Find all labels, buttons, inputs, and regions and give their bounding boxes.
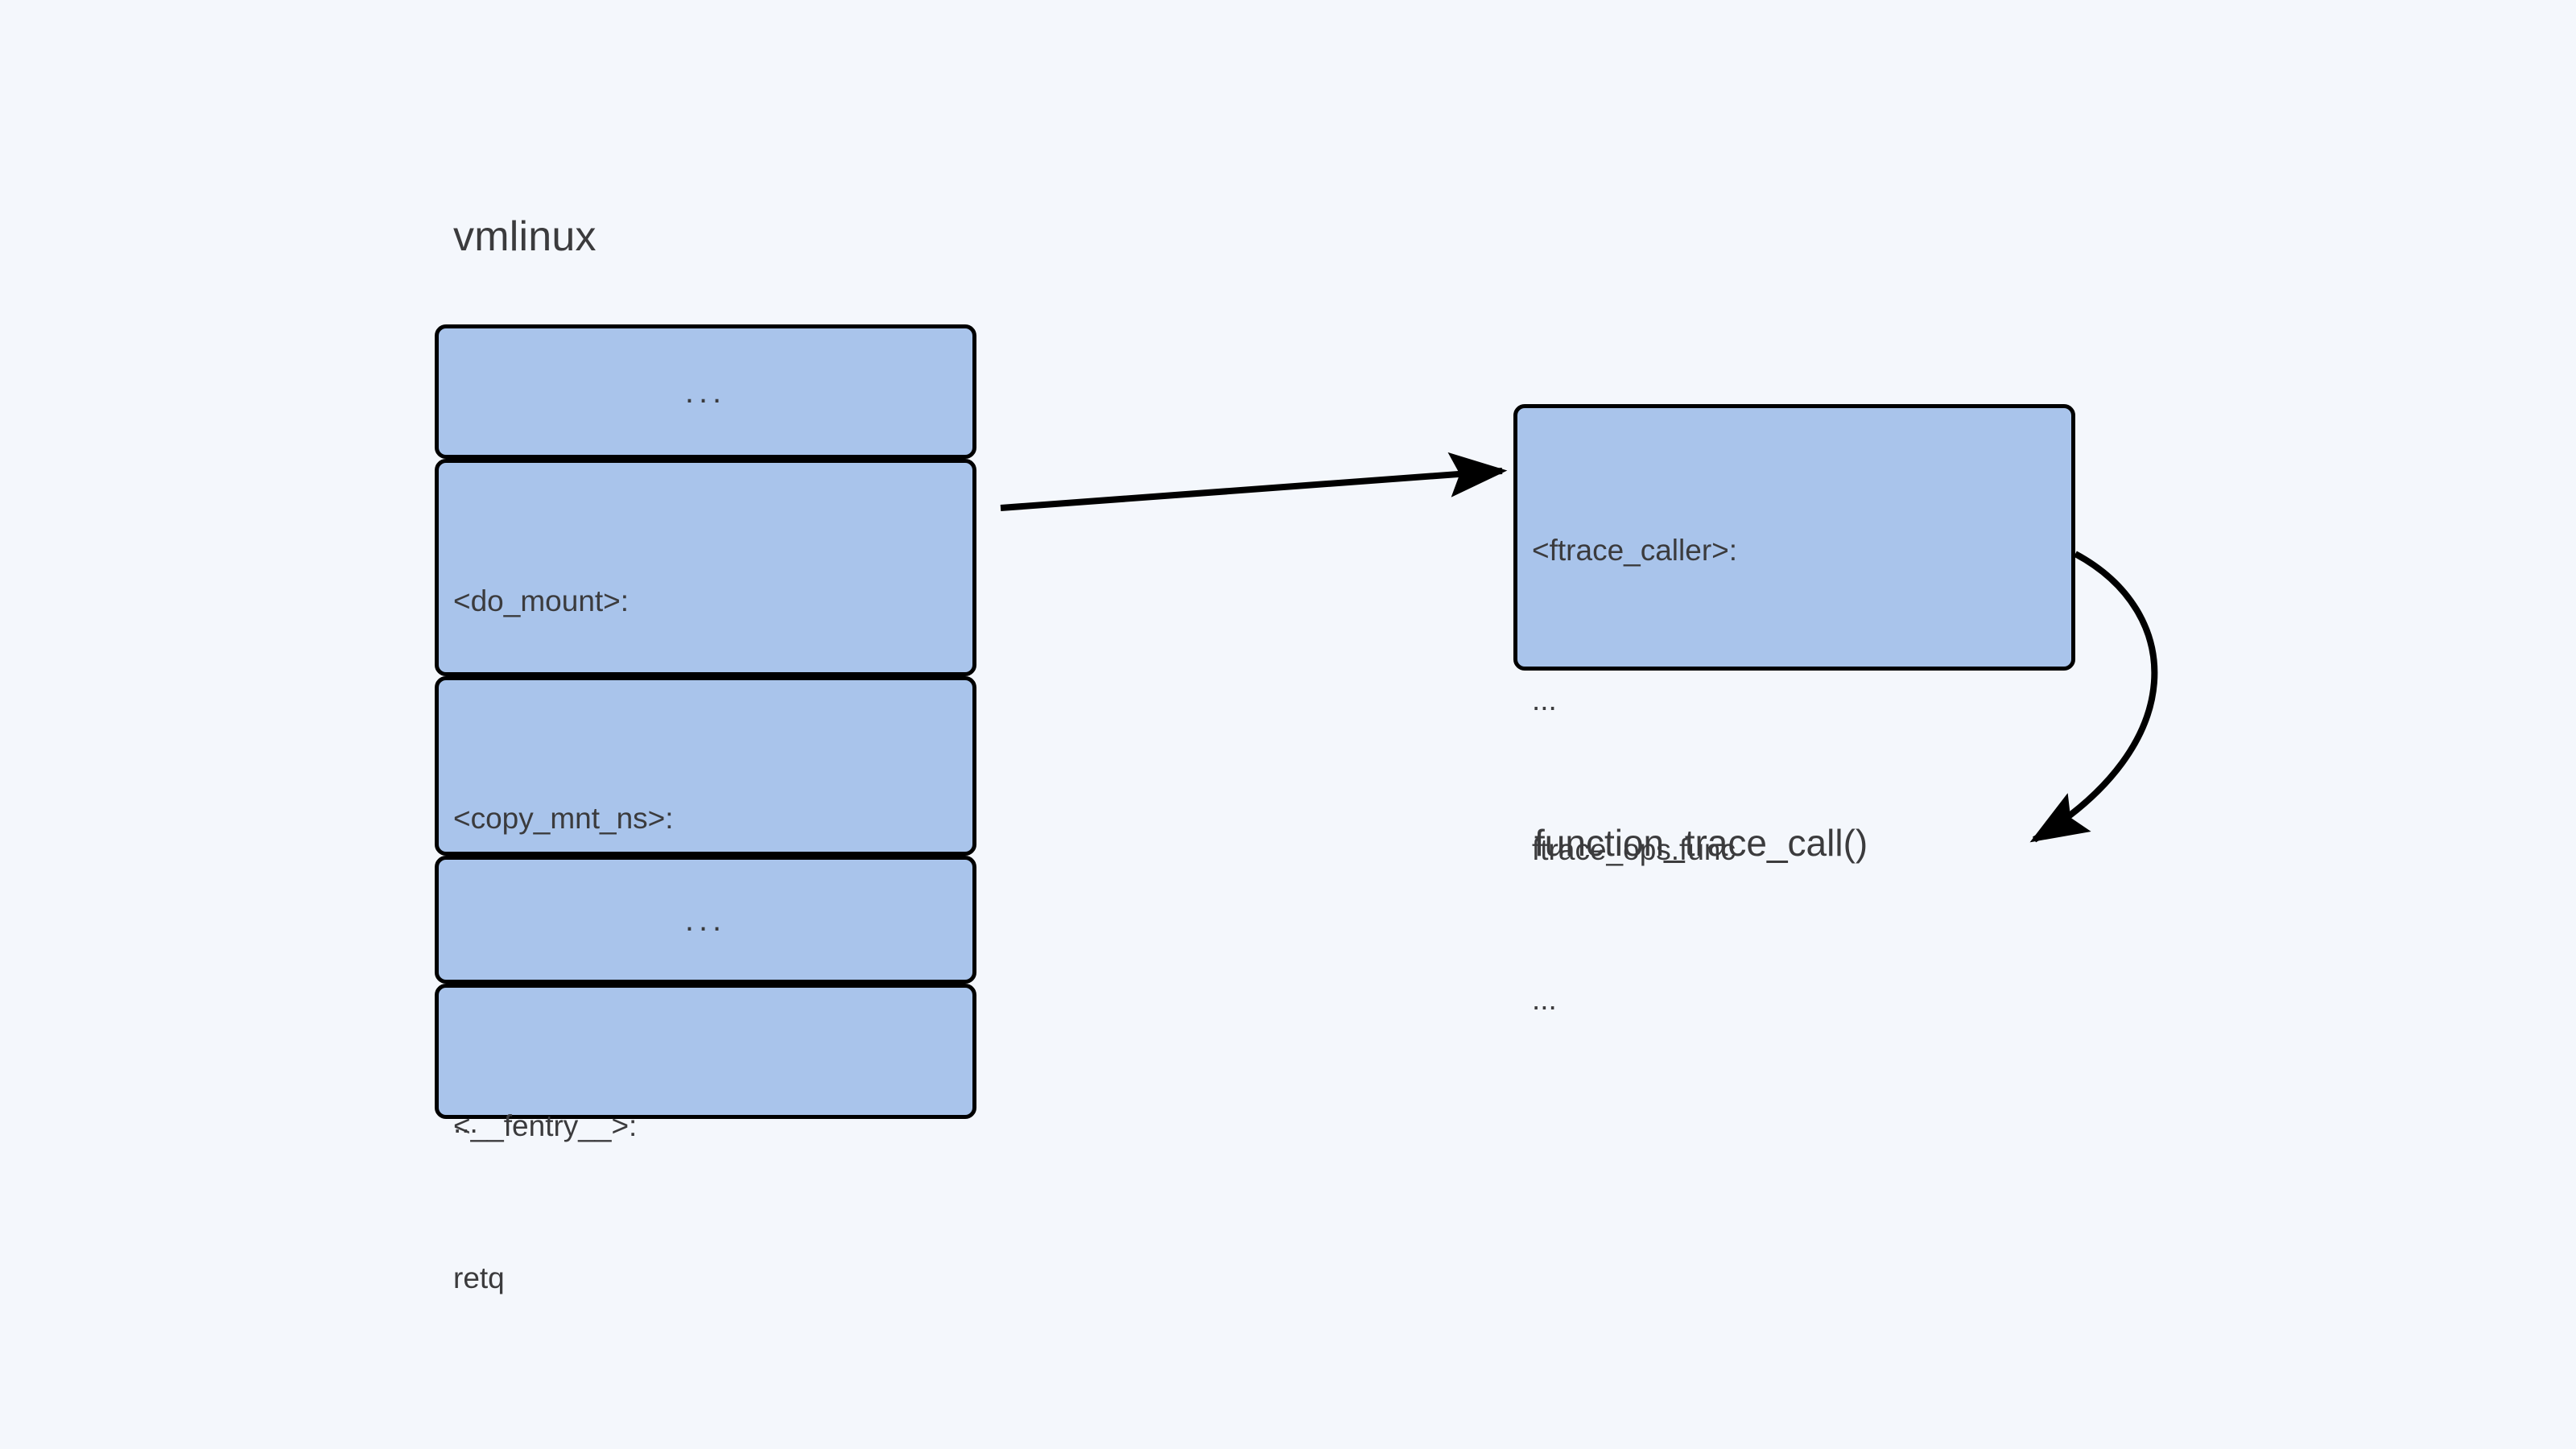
vmlinux-box-copy-mnt-ns: <copy_mnt_ns>: ffffffff81309f00 nop ... xyxy=(435,676,976,1139)
code-line: <do_mount>: xyxy=(453,584,630,617)
vmlinux-box-do-mount: <do_mount>: ffffffff81309550 callq ftrac… xyxy=(435,459,976,1074)
vmlinux-box-ellipsis-top: ... xyxy=(435,324,976,459)
code-line: <copy_mnt_ns>: xyxy=(453,802,674,835)
vmlinux-box-fentry: <__fentry__>: retq xyxy=(435,984,976,1294)
ellipsis-text: ... xyxy=(684,902,727,938)
ellipsis-text: ... xyxy=(684,374,727,410)
vmlinux-box-ellipsis-middle: ... xyxy=(435,856,976,984)
code-line: retq xyxy=(453,1261,505,1294)
page-title: vmlinux xyxy=(453,213,597,260)
code-line: <__fentry__>: xyxy=(453,1109,638,1142)
ftrace-caller-code-lines: <ftrace_caller>: ... ftrace_ops.func ... xyxy=(1532,426,2060,1125)
code-line: ftrace_ops.func xyxy=(1532,833,1736,866)
code-line: ... xyxy=(1532,683,1557,716)
code-line: ... xyxy=(1532,983,1557,1016)
function-trace-call-label: function_trace_call() xyxy=(1534,822,1868,864)
fentry-code-lines: <__fentry__>: retq xyxy=(453,999,961,1405)
code-line: <ftrace_caller>: xyxy=(1532,534,1738,567)
ftrace-caller-box: <ftrace_caller>: ... ftrace_ops.func ... xyxy=(1513,404,2075,1016)
arrow-do-mount-to-ftrace-caller xyxy=(1000,452,1508,511)
